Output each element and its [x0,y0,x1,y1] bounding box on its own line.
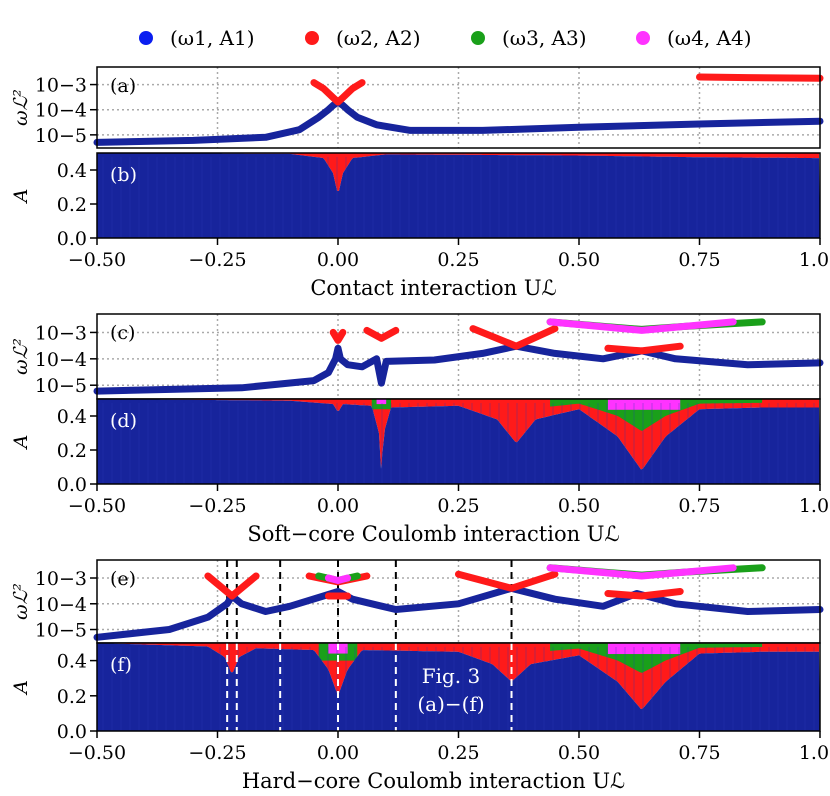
amplitude-band-A2 [97,153,819,191]
y-tick-label: 0.4 [57,160,87,182]
amplitude-area-A1 [97,643,820,731]
x-tick-label: 0.75 [678,249,720,271]
amplitude-band-A3 [550,643,763,673]
legend: (ω1, A1) (ω2, A2) (ω3, A3) (ω4, A4) [139,26,752,50]
series-line-ω2 [204,572,260,600]
y-axis-label: A [10,435,32,451]
x-tick-label: 0.00 [317,495,359,517]
y-axis-label: A [10,189,32,205]
annotation-line-1: Fig. 3 [422,664,481,688]
y-tick-label: 0.0 [57,721,87,743]
x-tick-label: 0.75 [678,495,720,517]
y-tick-label: 10−5 [35,375,87,397]
x-tick-label: 0.75 [678,742,720,764]
series-line-ω1 [93,98,824,146]
x-tick-label: 0.50 [558,495,600,517]
amplitude-band-A4 [376,399,387,405]
legend-label-3: (ω3, A3) [502,26,587,50]
amplitude-band-A4 [607,399,681,410]
x-tick-label: 1.00 [799,742,830,764]
x-tick-label: −0.50 [68,742,126,764]
x-axis-label: Soft−core Coulomb interaction Uℒ [247,522,619,546]
y-tick-label: 10−4 [35,594,87,616]
series-line-ω4 [324,574,352,584]
series-line-ω2 [329,328,347,344]
y-tick-label: 0.2 [57,440,87,462]
series-line-ω2 [604,588,684,600]
series-line-ω2 [696,73,824,82]
amplitude-band-A3 [550,399,763,431]
series-line-ω2 [469,325,559,350]
legend-marker-1 [139,31,153,45]
x-tick-label: 0.50 [558,249,600,271]
series-line-ω2 [455,570,559,592]
y-axis-label: ωℒ² [10,338,32,375]
x-axis-label: Hard−core Coulomb interaction Uℒ [242,769,625,793]
y-tick-label: 0.2 [57,686,87,708]
panel-label: (b) [110,164,137,186]
series-line-ω2 [310,79,366,106]
x-tick-label: −0.50 [68,249,126,271]
y-tick-label: 10−3 [35,75,87,97]
annotation-line-2: (a)−(f) [417,692,484,716]
amplitude-band-A4 [607,643,681,655]
legend-label-4: (ω4, A4) [667,26,752,50]
x-tick-label: −0.50 [68,495,126,517]
x-tick-label: 0.00 [317,249,359,271]
figure-annotation: Fig. 3 (a)−(f) [417,664,484,716]
x-tick-label: 1.00 [799,495,830,517]
y-tick-label: 0.0 [57,228,87,250]
y-tick-label: 0.2 [57,194,87,216]
amplitude-area-A1 [97,399,820,484]
y-tick-label: 10−5 [35,620,87,642]
y-axis-label: ωℒ² [10,583,32,620]
panel-label: (f) [110,654,132,676]
x-tick-label: 0.25 [437,495,479,517]
panel-label: (e) [110,568,136,590]
y-tick-label: 0.4 [57,406,87,428]
x-tick-label: −0.25 [188,249,246,271]
x-tick-label: −0.25 [188,495,246,517]
legend-marker-4 [636,31,650,45]
x-tick-label: 0.25 [437,742,479,764]
y-tick-label: 0.0 [57,474,87,496]
amplitude-area-A1 [97,153,820,238]
series-line-ω2 [604,342,684,355]
y-tick-label: 10−3 [35,568,87,590]
series-line-ω2 [363,326,400,342]
y-tick-label: 0.4 [57,651,87,673]
y-axis-label: ωℒ² [10,89,32,126]
axes-frame [96,66,821,149]
x-tick-label: 0.25 [437,249,479,271]
series-line-ω4 [546,318,737,334]
legend-label-1: (ω1, A1) [170,26,255,50]
y-axis-label: A [10,680,32,696]
panel-label: (c) [110,322,135,344]
y-tick-label: 10−5 [35,125,87,147]
y-tick-label: 10−4 [35,100,87,122]
legend-label-2: (ω2, A2) [336,26,421,50]
x-tick-label: 0.50 [558,742,600,764]
x-axis-label: Contact interaction Uℒ [310,276,556,300]
panel-label: (d) [110,410,137,432]
x-tick-label: −0.25 [188,742,246,764]
legend-marker-3 [471,31,485,45]
legend-marker-2 [305,31,319,45]
x-tick-label: 1.00 [799,249,830,271]
y-tick-label: 10−4 [35,349,87,371]
x-tick-label: 0.00 [317,742,359,764]
series-line-ω1 [93,342,824,395]
series-line-ω4 [546,564,737,580]
panel-label: (a) [110,75,136,97]
y-tick-label: 10−3 [35,322,87,344]
